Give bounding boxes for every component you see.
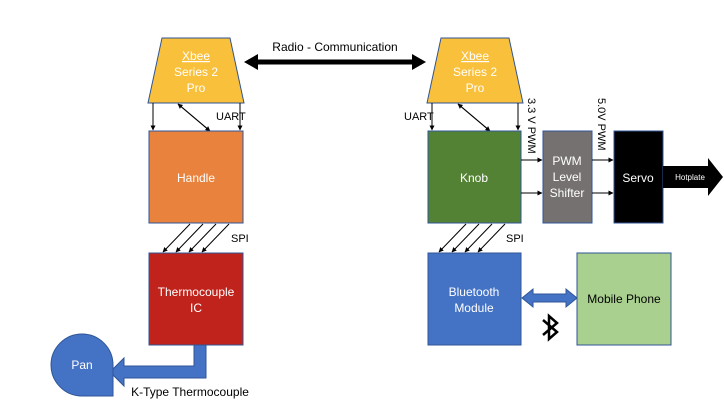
thermocouple-ic-block: Thermocouple IC [148, 252, 244, 346]
bluetooth-module-line1: Bluetooth [449, 285, 500, 299]
hotplate-label: Hotplate [675, 173, 705, 182]
pwm-level-shifter-block: PWM Level Shifter [542, 130, 593, 224]
xbee-left-line2: Series 2 [174, 65, 218, 79]
pwm-3v3-label: 3.3 V PWM [525, 98, 537, 154]
bluetooth-link-arrow [521, 287, 578, 309]
uart-left-link: UART [150, 103, 246, 132]
mobile-phone-block: Mobile Phone [576, 252, 672, 346]
uart-right-link: UART [404, 103, 521, 132]
spi-right-label: SPI [506, 233, 524, 245]
xbee-left-line3: Pro [187, 81, 206, 95]
ktype-thermocouple-label: K-Type Thermocouple [131, 385, 249, 399]
handle-block: Handle [148, 130, 244, 224]
xbee-right-block: Xbee Series 2 Pro [426, 37, 524, 104]
thermocouple-ic-line2: IC [190, 301, 202, 315]
pwm-shifter-line1: PWM [552, 154, 581, 168]
xbee-right-line3: Pro [466, 81, 485, 95]
radio-link: Radio - Communication [244, 40, 426, 70]
bluetooth-icon [542, 313, 559, 342]
ktype-thermocouple-arrow: K-Type Thermocouple [109, 344, 249, 399]
xbee-right-line1: Xbee [461, 49, 489, 63]
xbee-left-line1: Xbee [182, 49, 210, 63]
shifter-to-servo-link: 5.0V PWM [592, 98, 614, 196]
hotplate-arrow: Hotplate [663, 158, 723, 196]
xbee-left-block: Xbee Series 2 Pro [147, 37, 245, 104]
pwm-shifter-line2: Level [553, 170, 582, 184]
bluetooth-module-line2: Module [454, 301, 494, 315]
servo-block: Servo [613, 130, 664, 224]
uart-right-label: UART [404, 111, 434, 123]
pwm-5v0-label: 5.0V PWM [595, 98, 607, 151]
pan-label: Pan [71, 358, 92, 372]
uart-left-label: UART [216, 111, 246, 123]
thermocouple-ic-line1: Thermocouple [158, 285, 235, 299]
knob-block: Knob [427, 130, 522, 224]
bluetooth-module-block: Bluetooth Module [427, 252, 522, 346]
mobile-phone-label: Mobile Phone [587, 292, 661, 306]
xbee-right-line2: Series 2 [453, 65, 497, 79]
pan-shape: Pan [50, 333, 114, 397]
knob-label: Knob [460, 171, 488, 185]
spi-right-link: SPI [438, 223, 524, 253]
handle-label: Handle [177, 171, 215, 185]
spi-left-label: SPI [231, 233, 249, 245]
knob-to-shifter-link: 3.3 V PWM [521, 98, 543, 196]
pwm-shifter-line3: Shifter [550, 186, 585, 200]
radio-communication-label: Radio - Communication [272, 40, 397, 54]
servo-label: Servo [622, 171, 654, 185]
spi-left-link: SPI [162, 223, 249, 253]
